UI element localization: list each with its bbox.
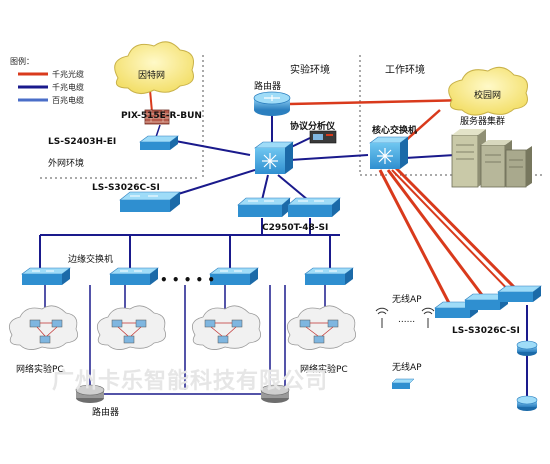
ls2403-label: LS-S2403H-EI	[48, 137, 116, 147]
protocol-analyzer-label: 协议分析仪	[290, 120, 336, 132]
zone-title-experiment: 实验环境	[290, 63, 330, 76]
router-bottom-right-icon	[260, 384, 290, 403]
core-switch-label: 核心交换机	[372, 124, 417, 136]
pc-cluster-2-icon	[96, 305, 167, 350]
server-cluster-icon	[451, 129, 532, 188]
legend-label-0: 千兆光缆	[52, 69, 84, 79]
edge-switch-3-icon	[209, 267, 259, 285]
ls3026-left-label: LS-S3026C-SI	[92, 183, 160, 193]
pc-cluster-3-icon	[191, 305, 262, 350]
right-router-bottom-icon	[516, 395, 538, 411]
edge-switch-4-icon	[304, 267, 354, 285]
c2950-switch-right-icon	[287, 197, 341, 217]
router-top-icon	[253, 91, 291, 116]
antenna-icon-2	[421, 307, 435, 328]
ls3026-left-switch-icon	[119, 191, 181, 212]
core-switch-right-icon	[369, 136, 409, 169]
router-top-label: 路由器	[254, 80, 281, 92]
router-bottom-left-icon	[75, 384, 105, 403]
legend-title: 图例：	[10, 56, 34, 66]
lab-pc-left-label: 网络实验PC	[16, 363, 64, 375]
watermark: 广州卡乐智能科技有限公司	[52, 368, 328, 394]
ls3026-right-switch-stack-icon	[434, 285, 542, 318]
pc-cluster-1-icon	[8, 305, 79, 350]
pix-label: PIX-515E-R-BUN	[121, 111, 202, 121]
campus-net-label: 校园网	[474, 89, 501, 101]
internet-label: 因特网	[138, 69, 165, 81]
lab-pc-right-label: 网络实验PC	[300, 363, 348, 375]
server-cluster-label: 服务器集群	[460, 115, 505, 127]
ls2403-switch-icon	[139, 135, 179, 150]
antenna-icon-1	[375, 307, 389, 328]
wireless-ap-top-label: 无线AP	[392, 293, 422, 305]
wireless-ap-device-icon	[391, 378, 415, 389]
router-bottom-label: 路由器	[92, 406, 119, 418]
protocol-analyzer-icon	[309, 130, 337, 144]
legend: 图例： 千兆光缆 千兆电缆 百兆电缆	[10, 56, 84, 105]
firewall-icon	[144, 109, 170, 125]
connections	[39, 89, 528, 400]
edge-switch-label: 边缘交换机	[68, 253, 113, 265]
pc-cluster-4-icon	[286, 305, 357, 350]
legend-label-1: 千兆电缆	[52, 82, 84, 92]
internet-cloud-icon	[114, 41, 194, 94]
ls3026-right-label: LS-S3026C-SI	[452, 326, 520, 336]
edge-switch-1-icon	[21, 267, 71, 285]
legend-label-2: 百兆电缆	[52, 95, 84, 105]
c2950-label: C2950T-48-SI	[262, 223, 328, 233]
campus-net-cloud-icon	[448, 66, 528, 116]
ap-dots: ......	[398, 315, 415, 325]
right-router-mid-icon	[516, 340, 538, 356]
zone-title-work: 工作环境	[385, 63, 425, 76]
c2950-switch-left-icon	[237, 197, 291, 217]
edge-switch-2-icon	[109, 267, 159, 285]
ellipsis-label: • • • • •	[160, 273, 215, 287]
outer-env-label: 外网环境	[48, 157, 84, 169]
core-switch-left-icon	[254, 141, 294, 174]
wireless-ap-bottom-label: 无线AP	[392, 361, 422, 373]
